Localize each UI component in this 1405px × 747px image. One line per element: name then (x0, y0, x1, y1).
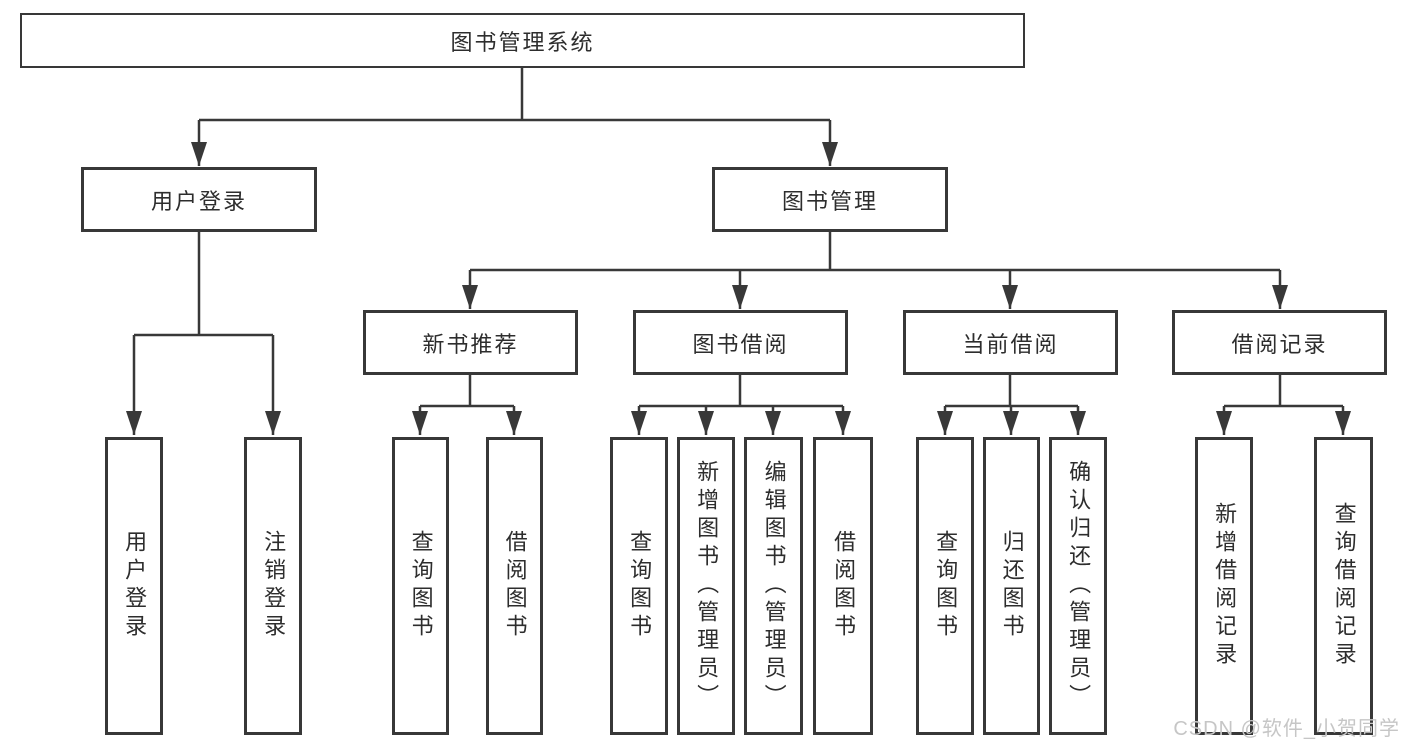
leaf-query-book-1: 查询图书 (392, 437, 449, 735)
leaf-return-book: 归还图书 (983, 437, 1040, 735)
csdn-watermark: CSDN @软件_小贺同学 (1173, 718, 1400, 740)
leaf-query-book-2: 查询图书 (610, 437, 668, 735)
leaf-add-book-admin: 新增图书（管理员） (677, 437, 735, 735)
leaf-borrow-book-1: 借阅图书 (486, 437, 543, 735)
node-new-book-recommend: 新书推荐 (363, 310, 578, 375)
leaf-query-book-3: 查询图书 (916, 437, 974, 735)
node-book-borrow: 图书借阅 (633, 310, 848, 375)
leaf-edit-book-admin: 编辑图书（管理员） (744, 437, 803, 735)
leaf-confirm-return-admin: 确认归还（管理员） (1049, 437, 1107, 735)
leaf-query-borrow-record: 查询借阅记录 (1314, 437, 1373, 735)
node-borrow-records: 借阅记录 (1172, 310, 1387, 375)
leaf-borrow-book-2: 借阅图书 (813, 437, 873, 735)
leaf-add-borrow-record: 新增借阅记录 (1195, 437, 1253, 735)
leaf-user-login: 用户登录 (105, 437, 163, 735)
node-library-management-system: 图书管理系统 (20, 13, 1025, 68)
node-book-management: 图书管理 (712, 167, 948, 232)
node-user-login: 用户登录 (81, 167, 317, 232)
node-current-borrow: 当前借阅 (903, 310, 1118, 375)
leaf-logout: 注销登录 (244, 437, 302, 735)
